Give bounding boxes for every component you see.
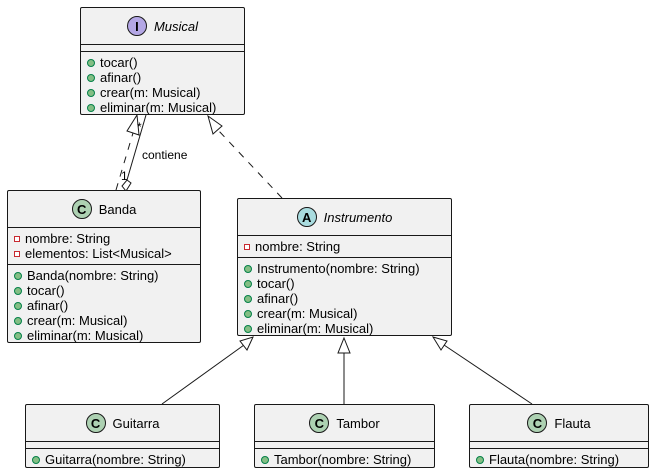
- methods-section: Instrumento(nombre: String) tocar() afin…: [238, 257, 451, 339]
- class-header: I Musical: [81, 8, 244, 44]
- method-row: tocar(): [87, 55, 238, 70]
- methods-section: Tambor(nombre: String): [255, 448, 434, 470]
- class-musical[interactable]: I Musical tocar() afinar() crear(m: Musi…: [80, 7, 245, 115]
- private-icon: [244, 243, 250, 250]
- class-header: C Guitarra: [26, 405, 219, 441]
- class-name: Instrumento: [323, 209, 393, 225]
- public-icon: [87, 73, 95, 82]
- guitarra-extends-instrumento: [161, 336, 254, 405]
- method-row: Banda(nombre: String): [14, 268, 194, 283]
- tambor-extends-instrumento: [337, 336, 351, 404]
- aggregation-label: contiene: [142, 148, 188, 162]
- class-banda[interactable]: C Banda nombre: String elementos: List<M…: [7, 190, 201, 343]
- class-header: C Banda: [8, 191, 200, 227]
- method-row: crear(m: Musical): [14, 313, 194, 328]
- method-row: Instrumento(nombre: String): [244, 261, 445, 276]
- method-row: tocar(): [244, 276, 445, 291]
- public-icon: [14, 301, 22, 310]
- method-row: crear(m: Musical): [87, 85, 238, 100]
- method-row: eliminar(m: Musical): [244, 321, 445, 336]
- public-icon: [87, 103, 95, 112]
- class-name: Musical: [153, 18, 199, 34]
- flauta-extends-instrumento: [431, 336, 533, 405]
- public-icon: [244, 309, 252, 318]
- multiplicity-many-label: *: [137, 120, 142, 134]
- public-icon: [244, 264, 252, 273]
- methods-section: Flauta(nombre: String): [470, 448, 648, 470]
- method-row: eliminar(m: Musical): [14, 328, 194, 343]
- public-icon: [87, 88, 95, 97]
- method-row: Tambor(nombre: String): [261, 452, 428, 467]
- public-icon: [14, 331, 22, 340]
- class-name: Guitarra: [112, 415, 160, 431]
- methods-section: Banda(nombre: String) tocar() afinar() c…: [8, 264, 200, 346]
- field-row: elementos: List<Musical>: [14, 246, 194, 261]
- class-flauta[interactable]: C Flauta Flauta(nombre: String): [469, 404, 649, 468]
- multiplicity-one-label: 1: [121, 169, 128, 183]
- methods-section: tocar() afinar() crear(m: Musical) elimi…: [81, 51, 244, 118]
- method-row: Guitarra(nombre: String): [32, 452, 213, 467]
- class-icon: C: [309, 413, 330, 433]
- public-icon: [14, 286, 22, 295]
- public-icon: [476, 455, 484, 464]
- method-row: eliminar(m: Musical): [87, 100, 238, 115]
- public-icon: [244, 324, 252, 333]
- public-icon: [87, 58, 95, 67]
- instrumento-implements-musical: [207, 114, 283, 199]
- method-row: afinar(): [14, 298, 194, 313]
- class-icon: C: [527, 413, 548, 433]
- public-icon: [14, 271, 22, 280]
- fields-section: [81, 44, 244, 51]
- fields-section: [470, 441, 648, 448]
- public-icon: [244, 279, 252, 288]
- class-header: C Tambor: [255, 405, 434, 441]
- fields-section: nombre: String elementos: List<Musical>: [8, 227, 200, 264]
- class-name: Flauta: [554, 415, 591, 431]
- method-row: afinar(): [87, 70, 238, 85]
- methods-section: Guitarra(nombre: String): [26, 448, 219, 470]
- class-icon: C: [71, 199, 92, 219]
- class-instrumento[interactable]: A Instrumento nombre: String Instrumento…: [237, 198, 452, 336]
- method-row: tocar(): [14, 283, 194, 298]
- method-row: afinar(): [244, 291, 445, 306]
- interface-icon: I: [126, 16, 147, 36]
- class-header: A Instrumento: [238, 199, 451, 235]
- class-icon: C: [85, 413, 106, 433]
- method-row: Flauta(nombre: String): [476, 452, 642, 467]
- public-icon: [244, 294, 252, 303]
- class-guitarra[interactable]: C Guitarra Guitarra(nombre: String): [25, 404, 220, 468]
- public-icon: [14, 316, 22, 325]
- class-name: Tambor: [336, 415, 380, 431]
- fields-section: nombre: String: [238, 235, 451, 257]
- fields-section: [255, 441, 434, 448]
- public-icon: [32, 455, 40, 464]
- private-icon: [14, 250, 20, 257]
- abstract-class-icon: A: [296, 207, 317, 227]
- class-header: C Flauta: [470, 405, 648, 441]
- class-name: Banda: [98, 201, 137, 217]
- field-row: nombre: String: [244, 239, 445, 254]
- class-tambor[interactable]: C Tambor Tambor(nombre: String): [254, 404, 435, 468]
- private-icon: [14, 235, 20, 242]
- field-row: nombre: String: [14, 231, 194, 246]
- method-row: crear(m: Musical): [244, 306, 445, 321]
- banda-implements-musical: [115, 113, 140, 191]
- fields-section: [26, 441, 219, 448]
- public-icon: [261, 455, 269, 464]
